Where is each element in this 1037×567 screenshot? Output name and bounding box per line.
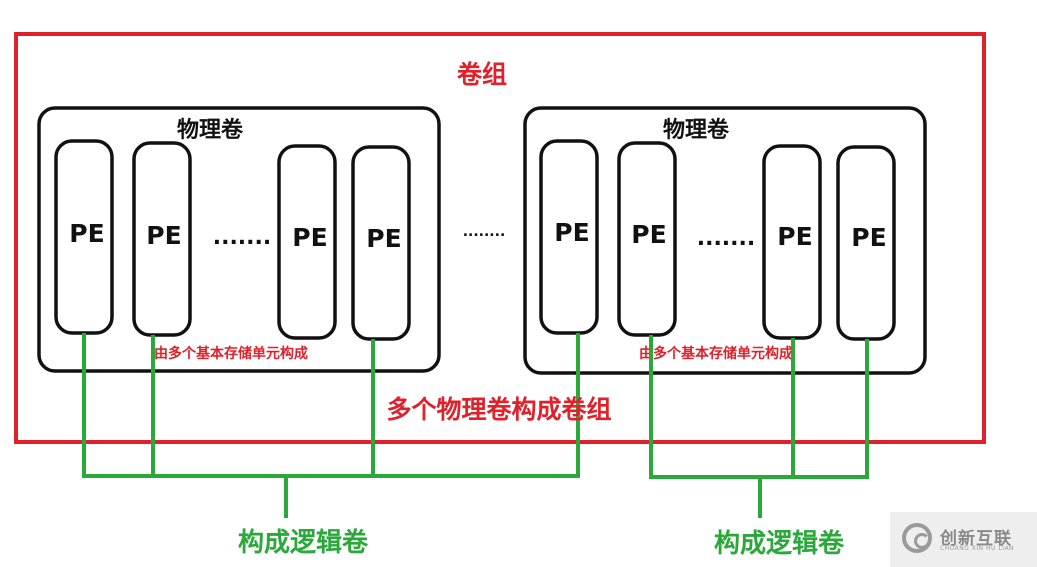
physical-volume-1: 物理卷 PE PE ....... PE PE 由多个基本存储单元构成 — [37, 106, 441, 373]
pe-label: PE — [851, 223, 886, 252]
pe-block: PE — [836, 145, 896, 341]
brand-logo-icon — [902, 523, 932, 553]
pe-block: PE — [351, 145, 411, 341]
watermark-text: 创新互联 — [940, 529, 1012, 549]
physical-volume-title: 物理卷 — [177, 117, 244, 143]
volume-group-caption: 多个物理卷构成卷组 — [386, 395, 611, 424]
logical-volume-label-1: 构成逻辑卷 — [238, 528, 369, 558]
pe-label: PE — [292, 223, 327, 252]
pe-block: PE — [132, 141, 192, 337]
pe-ellipsis: ....... — [697, 226, 756, 251]
pe-ellipsis: ....... — [213, 225, 272, 250]
physical-volume-2: 物理卷 PE PE ....... PE PE 由多个基本存储单元构成 — [523, 106, 927, 375]
pe-label: PE — [366, 224, 401, 253]
pe-block: PE — [277, 144, 337, 340]
watermark: 创新互联 CHUANG XIN HU LIAN — [890, 512, 1037, 567]
pe-block: PE — [54, 139, 114, 335]
physical-volume-box — [37, 106, 441, 373]
pe-block: PE — [617, 141, 677, 337]
pe-label: PE — [777, 222, 812, 251]
logical-volume-link-2 — [649, 335, 869, 518]
physical-volume-title: 物理卷 — [663, 117, 730, 143]
physical-volume-note: 由多个基本存储单元构成 — [639, 345, 793, 362]
pe-block: PE — [539, 139, 599, 335]
pe-label: PE — [554, 218, 589, 247]
volume-group-title: 卷组 — [457, 60, 507, 89]
pe-label: PE — [146, 221, 181, 250]
physical-volume-note: 由多个基本存储单元构成 — [154, 345, 308, 362]
volume-group-frame — [14, 32, 986, 444]
pe-label: PE — [631, 220, 666, 249]
pe-block: PE — [762, 144, 822, 340]
pe-label: PE — [69, 219, 104, 248]
logical-volume-label-2: 构成逻辑卷 — [714, 529, 845, 559]
physical-volume-box — [523, 106, 927, 375]
logical-volume-link-1 — [82, 333, 580, 518]
between-ellipsis: ........ — [463, 224, 506, 240]
watermark-subtext: CHUANG XIN HU LIAN — [940, 545, 1015, 552]
